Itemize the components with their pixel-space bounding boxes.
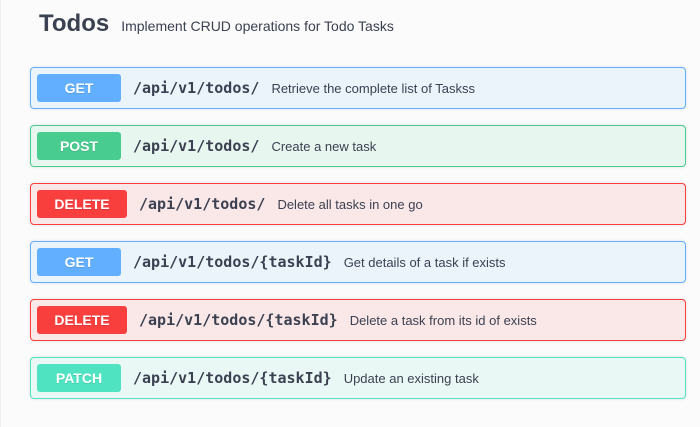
method-badge: DELETE bbox=[37, 190, 127, 218]
operations-list: GET /api/v1/todos/ Retrieve the complete… bbox=[30, 67, 686, 415]
method-badge: GET bbox=[37, 74, 121, 102]
operation-summary: Update an existing task bbox=[343, 370, 479, 386]
operation-post-todos[interactable]: POST /api/v1/todos/ Create a new task bbox=[30, 125, 686, 167]
method-badge: POST bbox=[37, 132, 121, 160]
operation-summary: Delete a task from its id of exists bbox=[349, 312, 537, 328]
method-badge: DELETE bbox=[37, 306, 127, 334]
operation-path: /api/v1/todos/{taskId} bbox=[133, 253, 332, 271]
operation-summary: Create a new task bbox=[271, 138, 377, 154]
tag-header[interactable]: Todos Implement CRUD operations for Todo… bbox=[39, 10, 394, 38]
operation-delete-todos[interactable]: DELETE /api/v1/todos/ Delete all tasks i… bbox=[30, 183, 686, 225]
tag-name: Todos bbox=[39, 10, 110, 37]
method-badge: PATCH bbox=[37, 364, 121, 392]
operation-summary: Delete all tasks in one go bbox=[277, 196, 423, 212]
operation-path: /api/v1/todos/{taskId} bbox=[133, 369, 332, 387]
operation-summary: Get details of a task if exists bbox=[343, 254, 506, 270]
tag-description: Implement CRUD operations for Todo Tasks bbox=[121, 18, 394, 34]
operation-path: /api/v1/todos/ bbox=[139, 195, 266, 213]
operation-path: /api/v1/todos/{taskId} bbox=[139, 311, 338, 329]
operation-path: /api/v1/todos/ bbox=[133, 137, 260, 155]
method-badge: GET bbox=[37, 248, 121, 276]
operation-summary: Retrieve the complete list of Taskss bbox=[271, 80, 475, 96]
operation-path: /api/v1/todos/ bbox=[133, 79, 260, 97]
operation-delete-todo-by-id[interactable]: DELETE /api/v1/todos/{taskId} Delete a t… bbox=[30, 299, 686, 341]
operation-get-todo-by-id[interactable]: GET /api/v1/todos/{taskId} Get details o… bbox=[30, 241, 686, 283]
operation-get-todos[interactable]: GET /api/v1/todos/ Retrieve the complete… bbox=[30, 67, 686, 109]
operation-patch-todo-by-id[interactable]: PATCH /api/v1/todos/{taskId} Update an e… bbox=[30, 357, 686, 399]
